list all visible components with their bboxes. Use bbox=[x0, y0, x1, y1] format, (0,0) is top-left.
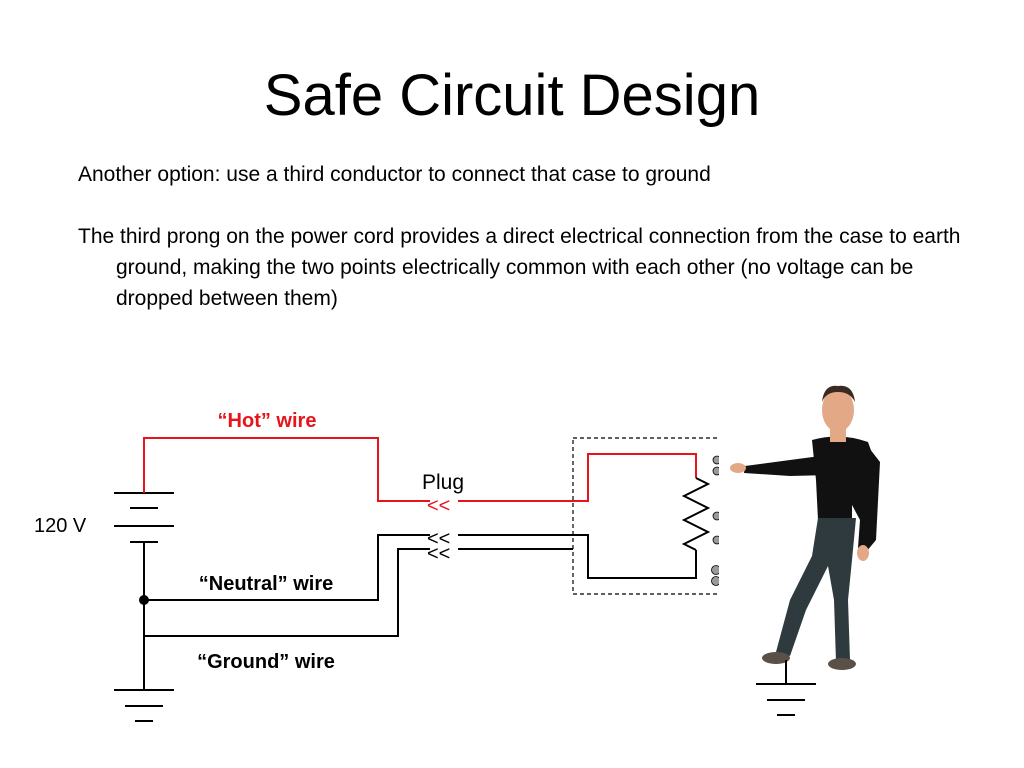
neutral-wire-case-side bbox=[458, 534, 697, 579]
junction-dot bbox=[139, 595, 149, 605]
hot-wire-case-side bbox=[458, 453, 697, 502]
load-resistor bbox=[681, 477, 711, 551]
hot-wire-label: “Hot” wire bbox=[218, 410, 317, 432]
voltage-label: 120 V bbox=[34, 515, 87, 537]
plug-chevrons-neutral: << bbox=[427, 528, 450, 550]
hot-wire bbox=[143, 437, 430, 502]
bullet-paragraph-2: The third prong on the power cord provid… bbox=[78, 225, 961, 310]
neutral-wire-label: “Neutral” wire bbox=[199, 573, 333, 595]
person-illustration bbox=[730, 385, 880, 670]
plug-chevrons-ground: << bbox=[427, 543, 450, 565]
bullet-paragraph-1: Another option: use a third conductor to… bbox=[78, 163, 711, 186]
ground-wire-label: “Ground” wire bbox=[197, 651, 335, 673]
source-ground-symbol bbox=[114, 689, 174, 722]
neutral-wire bbox=[144, 534, 430, 601]
ground-wire bbox=[144, 548, 430, 637]
slide-title: Safe Circuit Design bbox=[263, 63, 761, 128]
person-ground-symbol bbox=[756, 683, 816, 716]
plug-chevrons-hot: << bbox=[427, 495, 450, 517]
plug-label: Plug bbox=[422, 471, 464, 494]
